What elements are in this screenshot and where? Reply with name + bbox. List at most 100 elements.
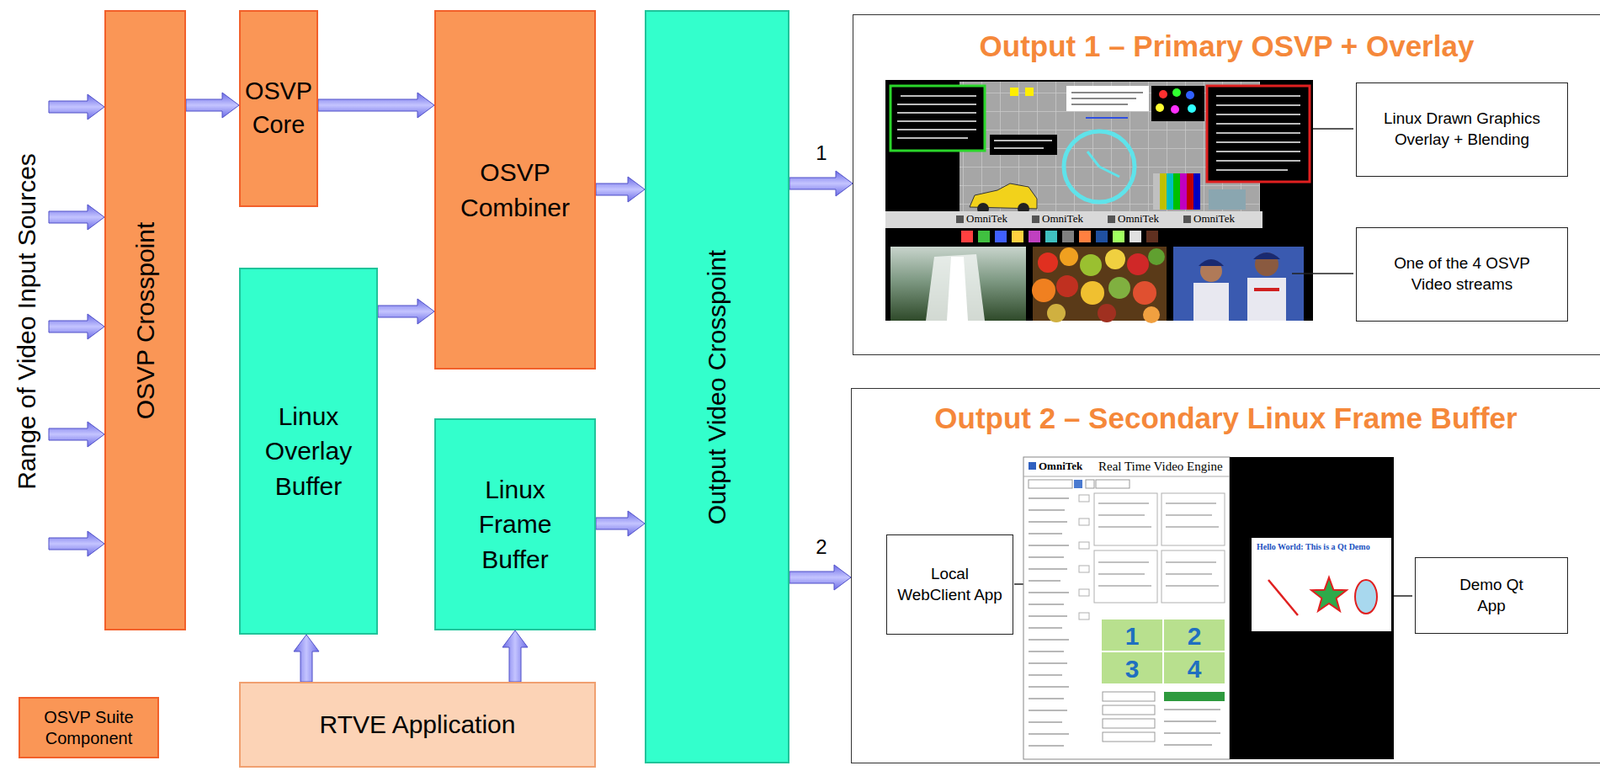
output2-screenshot	[1165, 502, 1217, 505]
output1-screenshot	[897, 137, 968, 139]
output2-screenshot	[1101, 652, 1163, 684]
output1-screenshot	[1253, 252, 1281, 260]
leader-line	[1312, 127, 1354, 130]
output2-screenshot	[1028, 544, 1069, 547]
callout-box: Local WebClient App	[886, 534, 1014, 635]
block-arrow	[595, 176, 645, 202]
application-box: RTVE Application	[239, 681, 596, 768]
output1-screenshot	[1071, 91, 1143, 94]
output2-screenshot	[1164, 720, 1217, 723]
block-arrow	[377, 298, 435, 325]
input-arrows	[48, 531, 105, 557]
output2-screenshot	[1102, 691, 1155, 702]
output2-screenshot	[1079, 589, 1090, 596]
output1-screenshot	[1206, 85, 1310, 182]
output1-screenshot	[1216, 104, 1301, 107]
output1-screenshot	[1148, 248, 1165, 266]
output1-screenshot	[1173, 246, 1304, 321]
output2-screenshot	[1102, 718, 1155, 729]
output2-screenshot	[1028, 591, 1069, 594]
output2-screenshot	[1164, 744, 1212, 746]
output1-screenshot	[1216, 113, 1301, 116]
legend-swatch: OSVP Suite Component	[18, 696, 160, 759]
output2-screenshot	[1028, 627, 1063, 629]
output1-screenshot	[885, 79, 1313, 324]
output1-screenshot	[1045, 230, 1058, 243]
output1-screenshot	[900, 95, 977, 97]
output2-screenshot	[1079, 518, 1090, 526]
screen-text: OmniTek	[966, 212, 1008, 225]
output2-screenshot	[1102, 705, 1155, 715]
output1-screenshot	[1216, 132, 1301, 134]
output2-screenshot	[1098, 573, 1145, 575]
panel-title: Output 1 – Primary OSVP + Overlay	[979, 29, 1475, 64]
output2-screenshot	[1085, 479, 1095, 489]
output2-screenshot	[1098, 514, 1145, 516]
output2-screenshot	[1098, 561, 1149, 564]
output2-screenshot	[1028, 744, 1064, 747]
output1-screenshot	[1085, 116, 1128, 119]
output1-screenshot	[1151, 85, 1205, 122]
input-arrows	[48, 94, 105, 120]
block-arrow	[595, 510, 645, 537]
output2-screenshot	[1095, 479, 1130, 489]
input-arrows	[48, 313, 105, 340]
output2-screenshot	[1028, 462, 1037, 470]
output1-screenshot	[897, 120, 977, 123]
output1-screenshot	[885, 79, 1313, 321]
block-arrow	[293, 634, 319, 682]
block-arrow	[789, 564, 851, 591]
output1-screenshot	[1216, 159, 1301, 162]
output1-screenshot	[885, 211, 1263, 229]
output2-screenshot	[1094, 550, 1158, 603]
output2-screenshot	[1102, 732, 1155, 742]
callout-box: Demo Qt App	[1414, 557, 1569, 634]
output2-screenshot	[1028, 733, 1069, 735]
output2-screenshot	[1028, 709, 1068, 712]
input-arrows	[48, 94, 105, 557]
output1-screenshot	[1112, 230, 1125, 243]
output1-screenshot	[1185, 90, 1195, 100]
block-arrow	[789, 170, 853, 197]
output2-screenshot	[1028, 638, 1069, 641]
output1-screenshot	[1079, 230, 1091, 243]
output1-screenshot	[956, 215, 964, 224]
node-label: Linux Frame Buffer	[457, 472, 574, 577]
output1-screenshot	[1187, 104, 1197, 113]
panel-title: Output 2 – Secondary Linux Frame Buffer	[934, 401, 1517, 436]
output1-screenshot	[1095, 230, 1108, 243]
output-panel: Output 2 – Secondary Linux Frame BufferL…	[850, 388, 1600, 764]
edge-label: 2	[813, 536, 830, 558]
output2-screenshot	[1028, 532, 1063, 535]
node-label: Output Video Crosspoint	[702, 249, 732, 524]
axis-label: Range of Video Input Sources	[12, 153, 41, 490]
output2-screenshot	[1229, 457, 1394, 760]
output1-screenshot	[1186, 173, 1194, 210]
node-label: OSVP Core	[244, 74, 313, 142]
output1-screenshot	[1087, 151, 1100, 167]
output1-screenshot	[1009, 87, 1019, 96]
output1-screenshot	[1066, 85, 1149, 112]
block-arrow	[318, 92, 435, 118]
node-label: Demo Qt App	[1449, 574, 1534, 617]
output1-screenshot	[1158, 90, 1168, 99]
callout-box: One of the 4 OSVP Video streams	[1355, 227, 1569, 322]
output1-screenshot	[994, 147, 1044, 149]
output1-screenshot	[1079, 254, 1102, 277]
output2-screenshot	[1311, 577, 1347, 612]
output1-screenshot	[1031, 278, 1056, 303]
output2-screenshot	[1161, 493, 1225, 546]
output1-screenshot	[1080, 281, 1105, 305]
output2-screenshot	[1028, 662, 1068, 665]
input-arrows	[48, 204, 105, 230]
screen-text: OmniTek	[1041, 212, 1084, 225]
output1-screenshot	[1105, 249, 1126, 270]
block-arrow	[502, 630, 528, 682]
output1-screenshot	[1159, 173, 1167, 210]
output2-screenshot	[1268, 579, 1298, 616]
output1-screenshot	[1193, 173, 1201, 210]
output1-screenshot	[1071, 103, 1128, 106]
legend-text: OSVP Suite Component	[30, 706, 148, 750]
output1-screenshot	[989, 134, 1058, 155]
